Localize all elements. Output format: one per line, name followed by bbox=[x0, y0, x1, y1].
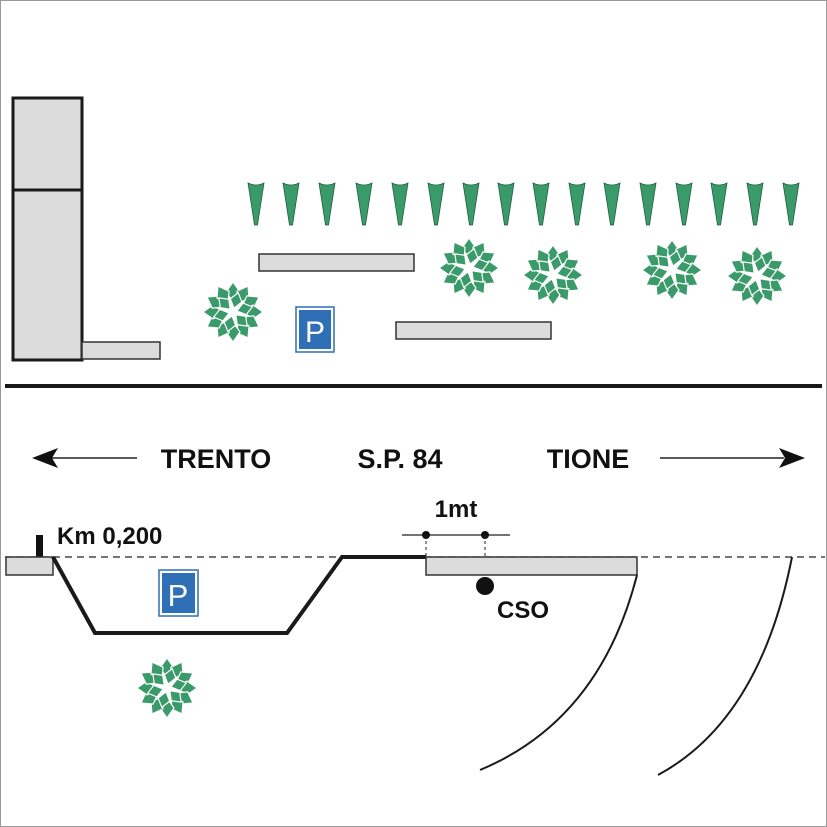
conifer-icon bbox=[746, 182, 764, 226]
conifer-icon bbox=[391, 182, 409, 226]
conifer-icon bbox=[355, 182, 373, 226]
parking-sign-lower: P bbox=[158, 569, 199, 617]
conifer-icon bbox=[497, 182, 515, 226]
conifer-icon bbox=[639, 182, 657, 226]
cso-point bbox=[476, 577, 494, 595]
direction-trento: TRENTO bbox=[161, 444, 272, 474]
distance-label: 1mt bbox=[435, 496, 478, 523]
sidewalk-slab bbox=[81, 341, 161, 360]
conifer-icon bbox=[532, 182, 550, 226]
road-name: S.P. 84 bbox=[357, 444, 442, 474]
bush-icon bbox=[641, 239, 703, 301]
conifer-icon bbox=[603, 182, 621, 226]
conifer-icon bbox=[247, 182, 265, 226]
conifer-icon bbox=[462, 182, 480, 226]
cso-label: CSO bbox=[497, 597, 549, 624]
sidewalk-right bbox=[425, 556, 638, 576]
conifer-icon bbox=[282, 182, 300, 226]
conifer-icon bbox=[782, 182, 800, 226]
conifer-icon bbox=[568, 182, 586, 226]
parking-bay bbox=[51, 555, 426, 635]
parking-divider-upper bbox=[258, 253, 415, 272]
side-road-curve-outer bbox=[657, 556, 793, 776]
km-marker-label: Km 0,200 bbox=[57, 523, 162, 550]
curb-left bbox=[5, 556, 54, 576]
tree-row bbox=[247, 182, 800, 226]
bush-icon bbox=[438, 237, 500, 299]
parking-letter: P bbox=[305, 316, 325, 349]
side-road-curve-inner bbox=[479, 574, 638, 771]
conifer-icon bbox=[675, 182, 693, 226]
parking-divider-lower bbox=[395, 321, 552, 340]
bush-icon bbox=[726, 245, 788, 307]
bush-icon bbox=[522, 244, 584, 306]
km-post bbox=[36, 535, 43, 557]
bush-icon bbox=[136, 657, 198, 719]
bush-icon bbox=[202, 281, 264, 343]
conifer-icon bbox=[710, 182, 728, 226]
conifer-icon bbox=[427, 182, 445, 226]
building bbox=[11, 96, 84, 362]
parking-sign-upper: P bbox=[295, 306, 335, 353]
right-arrow bbox=[660, 448, 805, 468]
direction-tione: TIONE bbox=[547, 444, 630, 474]
conifer-icon bbox=[318, 182, 336, 226]
parking-letter: P bbox=[168, 578, 189, 613]
left-arrow bbox=[32, 448, 137, 468]
